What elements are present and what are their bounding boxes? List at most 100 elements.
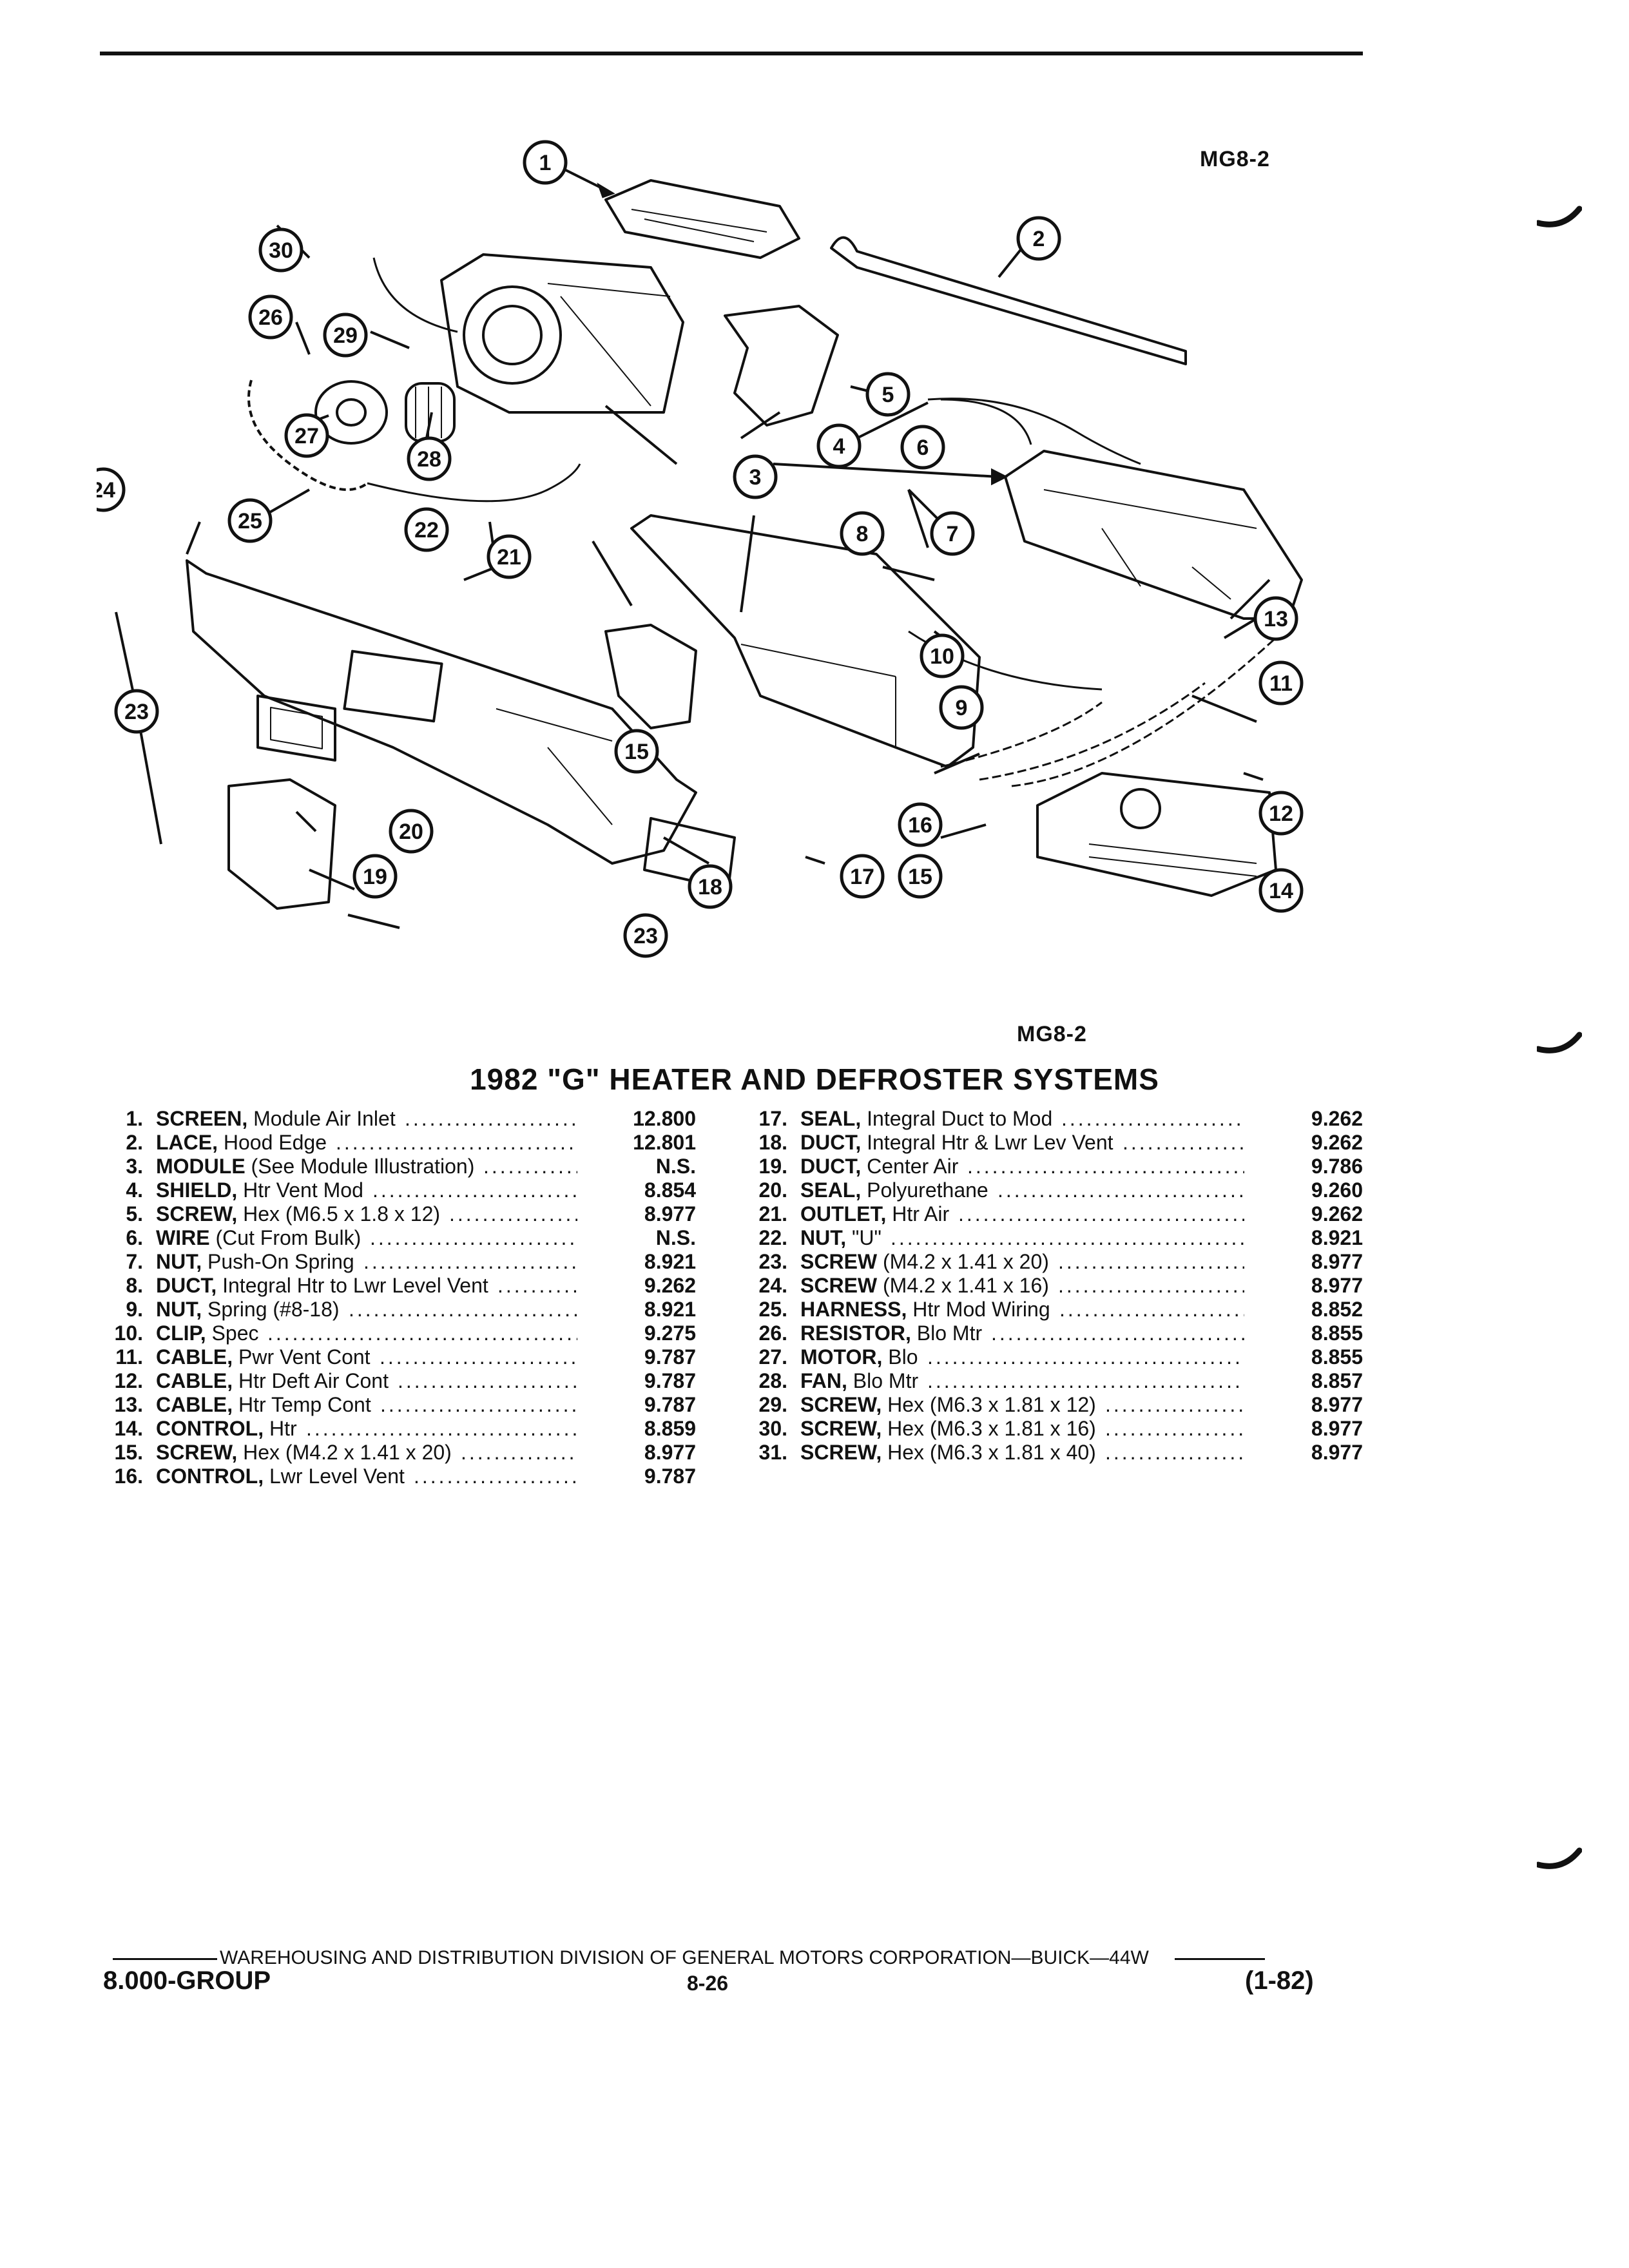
control-cables bbox=[940, 637, 1277, 787]
group-number: 9.275 bbox=[644, 1321, 696, 1345]
part-number: 31. bbox=[758, 1441, 787, 1464]
part-number: 25. bbox=[758, 1298, 787, 1321]
callout-26: 26 bbox=[258, 305, 283, 330]
wire-6 bbox=[927, 398, 1141, 465]
part-name: NUT, bbox=[800, 1226, 847, 1249]
part-label: SCREW, Hex (M6.5 x 1.8 x 12) bbox=[156, 1202, 440, 1226]
part-desc: Blo bbox=[888, 1345, 918, 1369]
part-name: SCREW bbox=[800, 1250, 878, 1273]
group-number: 9.787 bbox=[644, 1393, 696, 1416]
part-number: 20. bbox=[758, 1178, 787, 1202]
group-number: 9.787 bbox=[644, 1345, 696, 1369]
part-number: 27. bbox=[758, 1345, 787, 1369]
footer-division-text: WAREHOUSING AND DISTRIBUTION DIVISION OF… bbox=[220, 1947, 1149, 1968]
part-label: NUT, Push-On Spring bbox=[156, 1250, 354, 1274]
part-number: 7. bbox=[126, 1250, 143, 1273]
leader-dots: ........................................… bbox=[349, 1298, 577, 1321]
part-number: 28. bbox=[758, 1369, 787, 1392]
callout-2: 2 bbox=[1033, 227, 1045, 251]
part-desc: Module Air Inlet bbox=[253, 1107, 396, 1130]
part-name: MODULE bbox=[156, 1155, 246, 1178]
leader-dots: ........................................… bbox=[991, 1321, 1244, 1345]
part-name: FAN, bbox=[800, 1369, 847, 1392]
part-desc: (M4.2 x 1.41 x 20) bbox=[883, 1250, 1049, 1273]
part-label: NUT, "U" bbox=[800, 1226, 882, 1250]
part-label: DUCT, Center Air bbox=[800, 1155, 958, 1178]
part-number: 9. bbox=[126, 1298, 143, 1321]
part-label: DUCT, Integral Htr & Lwr Lev Vent bbox=[800, 1131, 1113, 1155]
center-air-duct bbox=[227, 778, 336, 910]
integral-heater-duct bbox=[630, 514, 981, 768]
part-desc: Lwr Level Vent bbox=[269, 1465, 405, 1488]
leader-dots: ........................................… bbox=[306, 1417, 577, 1440]
callout-30: 30 bbox=[269, 238, 293, 263]
leader-dots: ........................................… bbox=[967, 1155, 1244, 1178]
group-number: 9.262 bbox=[1311, 1131, 1363, 1154]
part-label: LACE, Hood Edge bbox=[156, 1131, 327, 1155]
part-number: 5. bbox=[126, 1202, 143, 1225]
part-desc: Push-On Spring bbox=[207, 1250, 354, 1273]
part-desc: Integral Duct to Mod bbox=[867, 1107, 1053, 1130]
part-number: 26. bbox=[758, 1321, 787, 1345]
heater-module bbox=[440, 253, 684, 414]
exploded-parts-diagram: 1 2 3 4 5 6 7 8 9 10 11 12 13 14 15 16 1… bbox=[97, 140, 1304, 958]
part-label: CONTROL, Htr bbox=[156, 1417, 297, 1441]
callout-6: 6 bbox=[917, 436, 929, 460]
page-title: 1982 "G" HEATER AND DEFROSTER SYSTEMS bbox=[470, 1062, 1159, 1096]
part-name: DUCT, bbox=[800, 1131, 862, 1154]
group-number: 8.855 bbox=[1311, 1345, 1363, 1369]
callout-27: 27 bbox=[294, 424, 319, 448]
callout-16: 16 bbox=[908, 813, 932, 838]
part-number: 2. bbox=[126, 1131, 143, 1154]
leader-dots: ........................................… bbox=[370, 1226, 577, 1249]
group-number: 12.801 bbox=[633, 1131, 696, 1154]
group-number: 9.787 bbox=[644, 1369, 696, 1392]
part-label: OUTLET, Htr Air bbox=[800, 1202, 949, 1226]
group-number: 9.787 bbox=[644, 1465, 696, 1488]
parts-row: 24.SCREW (M4.2 x 1.41 x 16)8.977........… bbox=[741, 1274, 1363, 1298]
part-label: CABLE, Htr Temp Cont bbox=[156, 1393, 371, 1417]
part-number: 3. bbox=[126, 1155, 143, 1178]
group-number: 8.921 bbox=[644, 1250, 696, 1273]
part-number: 18. bbox=[758, 1131, 787, 1154]
part-desc: "U" bbox=[852, 1226, 882, 1249]
part-name: SCREW, bbox=[156, 1441, 238, 1464]
part-name: SCREW bbox=[800, 1274, 878, 1297]
part-desc: Htr Temp Cont bbox=[238, 1393, 371, 1416]
part-number: 19. bbox=[758, 1155, 787, 1178]
top-rule bbox=[100, 52, 1363, 55]
part-label: SCREW, Hex (M4.2 x 1.41 x 20) bbox=[156, 1441, 452, 1465]
part-label: CLIP, Spec bbox=[156, 1321, 258, 1345]
group-number: 8.977 bbox=[644, 1441, 696, 1464]
part-desc: Blo Mtr bbox=[916, 1321, 983, 1345]
part-name: OUTLET, bbox=[800, 1202, 887, 1225]
part-desc: Htr Mod Wiring bbox=[912, 1298, 1050, 1321]
leader-dots: ........................................… bbox=[398, 1369, 577, 1392]
part-desc: Spec bbox=[211, 1321, 259, 1345]
part-desc: Hex (M6.3 x 1.81 x 12) bbox=[887, 1393, 1096, 1416]
leader-dots: ........................................… bbox=[461, 1441, 577, 1464]
leader-dots: ........................................… bbox=[998, 1178, 1244, 1202]
parts-row: 15.SCREW, Hex (M4.2 x 1.41 x 20)8.977...… bbox=[97, 1441, 696, 1465]
part-number: 16. bbox=[114, 1465, 143, 1488]
group-number: N.S. bbox=[655, 1226, 696, 1249]
leader-dots: ........................................… bbox=[1059, 1298, 1244, 1321]
callout-24: 24 bbox=[97, 478, 115, 503]
part-label: MODULE (See Module Illustration) bbox=[156, 1155, 474, 1178]
group-number: 8.977 bbox=[1311, 1393, 1363, 1416]
callout-12: 12 bbox=[1269, 802, 1293, 826]
part-label: MOTOR, Blo bbox=[800, 1345, 918, 1369]
callout-5: 5 bbox=[882, 383, 894, 407]
part-name: SCREW, bbox=[156, 1202, 238, 1225]
parts-row: 30.SCREW, Hex (M6.3 x 1.81 x 16)8.977...… bbox=[741, 1417, 1363, 1441]
callout-11: 11 bbox=[1269, 671, 1293, 696]
binding-tick-icon bbox=[1537, 1847, 1582, 1869]
